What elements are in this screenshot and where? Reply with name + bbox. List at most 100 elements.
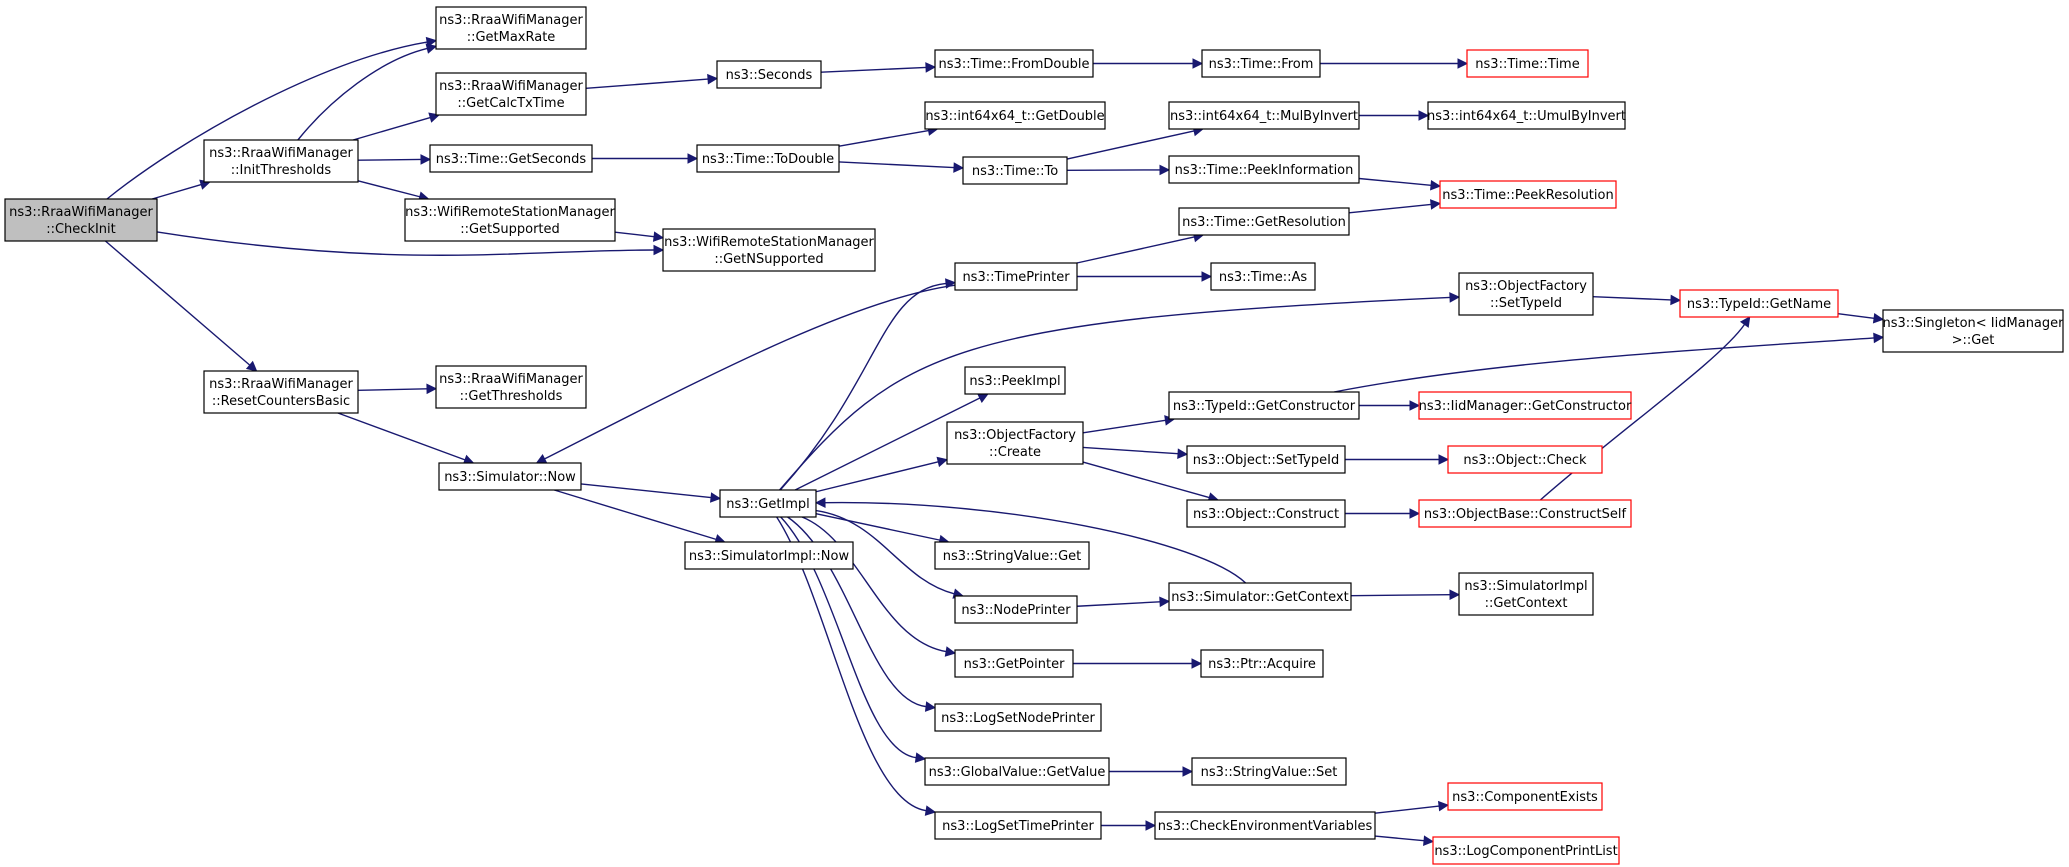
node-componentexists[interactable]: ns3::ComponentExists <box>1447 782 1603 811</box>
node-simnow[interactable]: ns3::Simulator::Now <box>438 462 582 491</box>
node-getresolution[interactable]: ns3::Time::GetResolution <box>1178 207 1350 236</box>
node-getpointer[interactable]: ns3::GetPointer <box>954 649 1074 678</box>
node-box-umulbyinvert[interactable] <box>1427 101 1626 130</box>
node-nodeprinter[interactable]: ns3::NodePrinter <box>954 595 1078 624</box>
node-box-simnow[interactable] <box>438 462 582 491</box>
node-box-simgetcontext[interactable] <box>1168 582 1352 611</box>
node-timeto[interactable]: ns3::Time::To <box>962 156 1068 185</box>
node-box-objsettypeid[interactable] <box>1186 445 1346 474</box>
node-initthresholds[interactable]: ns3::RraaWifiManager::InitThresholds <box>203 139 359 183</box>
node-umulbyinvert[interactable]: ns3::int64x64_t::UmulByInvert <box>1427 101 1626 130</box>
node-box-peekresolution[interactable] <box>1439 180 1617 209</box>
node-box-getdouble[interactable] <box>924 101 1106 130</box>
node-todouble[interactable]: ns3::Time::ToDouble <box>696 144 840 173</box>
node-typeidgetname[interactable]: ns3::TypeId::GetName <box>1679 289 1839 318</box>
node-peekresolution[interactable]: ns3::Time::PeekResolution <box>1439 180 1617 209</box>
node-box-ptracquire[interactable] <box>1200 649 1324 678</box>
node-box-componentexists[interactable] <box>1447 782 1603 811</box>
node-box-simimplnow[interactable] <box>684 541 854 570</box>
node-constructself[interactable]: ns3::ObjectBase::ConstructSelf <box>1418 499 1632 528</box>
node-simgetcontext[interactable]: ns3::Simulator::GetContext <box>1168 582 1352 611</box>
node-box-settypeid[interactable] <box>1458 272 1594 316</box>
node-timetime[interactable]: ns3::Time::Time <box>1466 49 1589 78</box>
node-box-getresolution[interactable] <box>1178 207 1350 236</box>
node-box-timeas[interactable] <box>1210 262 1316 291</box>
node-box-getpointer[interactable] <box>954 649 1074 678</box>
node-box-logcomponentprintlist[interactable] <box>1432 836 1620 865</box>
node-getdouble[interactable]: ns3::int64x64_t::GetDouble <box>924 101 1106 130</box>
node-iidgetconstructor[interactable]: ns3::IidManager::GetConstructor <box>1418 391 1632 420</box>
node-getcalctxtime[interactable]: ns3::RraaWifiManager::GetCalcTxTime <box>435 72 587 116</box>
node-box-getsupported[interactable] <box>404 198 616 242</box>
node-seconds[interactable]: ns3::Seconds <box>716 60 822 89</box>
node-box-peekinformation[interactable] <box>1168 155 1360 184</box>
node-box-logsetnodeprinter[interactable] <box>934 703 1102 732</box>
node-box-timeprinter[interactable] <box>954 262 1078 291</box>
node-box-logsettimeprinter[interactable] <box>934 811 1102 840</box>
node-logcomponentprintlist[interactable]: ns3::LogComponentPrintList <box>1432 836 1620 865</box>
node-globalgetvalue[interactable]: ns3::GlobalValue::GetValue <box>924 757 1110 786</box>
node-getnsupported[interactable]: ns3::WifiRemoteStationManager::GetNSuppo… <box>662 228 876 272</box>
node-peekinformation[interactable]: ns3::Time::PeekInformation <box>1168 155 1360 184</box>
node-box-iidgetconstructor[interactable] <box>1418 391 1632 420</box>
node-checkenv[interactable]: ns3::CheckEnvironmentVariables <box>1154 811 1376 840</box>
node-box-peekimpl[interactable] <box>964 366 1066 395</box>
node-box-stringvalueget[interactable] <box>934 541 1090 570</box>
node-getthresholds[interactable]: ns3::RraaWifiManager::GetThresholds <box>435 365 587 409</box>
node-box-constructself[interactable] <box>1418 499 1632 528</box>
node-getmaxrate[interactable]: ns3::RraaWifiManager::GetMaxRate <box>435 6 587 50</box>
node-simimplgetcontext[interactable]: ns3::SimulatorImpl::GetContext <box>1458 572 1594 616</box>
node-box-seconds[interactable] <box>716 60 822 89</box>
node-settypeid[interactable]: ns3::ObjectFactory::SetTypeId <box>1458 272 1594 316</box>
node-objconstruct[interactable]: ns3::Object::Construct <box>1186 499 1346 528</box>
node-box-typeidgetconstructor[interactable] <box>1168 391 1360 420</box>
node-box-getimpl[interactable] <box>719 489 817 518</box>
node-box-fromdouble[interactable] <box>934 49 1094 78</box>
node-logsettimeprinter[interactable]: ns3::LogSetTimePrinter <box>934 811 1102 840</box>
node-mulbyinvert[interactable]: ns3::int64x64_t::MulByInvert <box>1168 101 1360 130</box>
node-stringvalueset[interactable]: ns3::StringValue::Set <box>1191 757 1347 786</box>
node-box-globalgetvalue[interactable] <box>924 757 1110 786</box>
node-box-simimplgetcontext[interactable] <box>1458 572 1594 616</box>
node-box-checkinit[interactable] <box>4 198 158 242</box>
node-box-todouble[interactable] <box>696 144 840 173</box>
node-peekimpl[interactable]: ns3::PeekImpl <box>964 366 1066 395</box>
node-timeprinter[interactable]: ns3::TimePrinter <box>954 262 1078 291</box>
node-box-mulbyinvert[interactable] <box>1168 101 1360 130</box>
node-factorycreate[interactable]: ns3::ObjectFactory::Create <box>946 421 1084 465</box>
node-box-objectcheck[interactable] <box>1447 445 1603 474</box>
node-box-timetime[interactable] <box>1466 49 1589 78</box>
node-box-timeto[interactable] <box>962 156 1068 185</box>
node-box-factorycreate[interactable] <box>946 421 1084 465</box>
node-box-typeidgetname[interactable] <box>1679 289 1839 318</box>
node-box-getthresholds[interactable] <box>435 365 587 409</box>
node-getseconds[interactable]: ns3::Time::GetSeconds <box>429 144 593 173</box>
node-typeidgetconstructor[interactable]: ns3::TypeId::GetConstructor <box>1168 391 1360 420</box>
node-objsettypeid[interactable]: ns3::Object::SetTypeId <box>1186 445 1346 474</box>
node-box-initthresholds[interactable] <box>203 139 359 183</box>
node-box-getmaxrate[interactable] <box>435 6 587 50</box>
node-logsetnodeprinter[interactable]: ns3::LogSetNodePrinter <box>934 703 1102 732</box>
node-ptracquire[interactable]: ns3::Ptr::Acquire <box>1200 649 1324 678</box>
node-timeas[interactable]: ns3::Time::As <box>1210 262 1316 291</box>
node-box-getseconds[interactable] <box>429 144 593 173</box>
node-box-objconstruct[interactable] <box>1186 499 1346 528</box>
node-singletonget[interactable]: ns3::Singleton< IidManager>::Get <box>1882 309 2064 353</box>
node-box-checkenv[interactable] <box>1154 811 1376 840</box>
node-simimplnow[interactable]: ns3::SimulatorImpl::Now <box>684 541 854 570</box>
node-timefrom[interactable]: ns3::Time::From <box>1201 49 1321 78</box>
node-box-singletonget[interactable] <box>1882 309 2064 353</box>
node-box-resetcounters[interactable] <box>203 370 359 414</box>
node-checkinit[interactable]: ns3::RraaWifiManager::CheckInit <box>4 198 158 242</box>
node-box-stringvalueset[interactable] <box>1191 757 1347 786</box>
node-box-nodeprinter[interactable] <box>954 595 1078 624</box>
node-objectcheck[interactable]: ns3::Object::Check <box>1447 445 1603 474</box>
node-stringvalueget[interactable]: ns3::StringValue::Get <box>934 541 1090 570</box>
node-box-getcalctxtime[interactable] <box>435 72 587 116</box>
node-getimpl[interactable]: ns3::GetImpl <box>719 489 817 518</box>
node-getsupported[interactable]: ns3::WifiRemoteStationManager::GetSuppor… <box>404 198 616 242</box>
node-fromdouble[interactable]: ns3::Time::FromDouble <box>934 49 1094 78</box>
node-box-getnsupported[interactable] <box>662 228 876 272</box>
node-box-timefrom[interactable] <box>1201 49 1321 78</box>
node-resetcounters[interactable]: ns3::RraaWifiManager::ResetCountersBasic <box>203 370 359 414</box>
